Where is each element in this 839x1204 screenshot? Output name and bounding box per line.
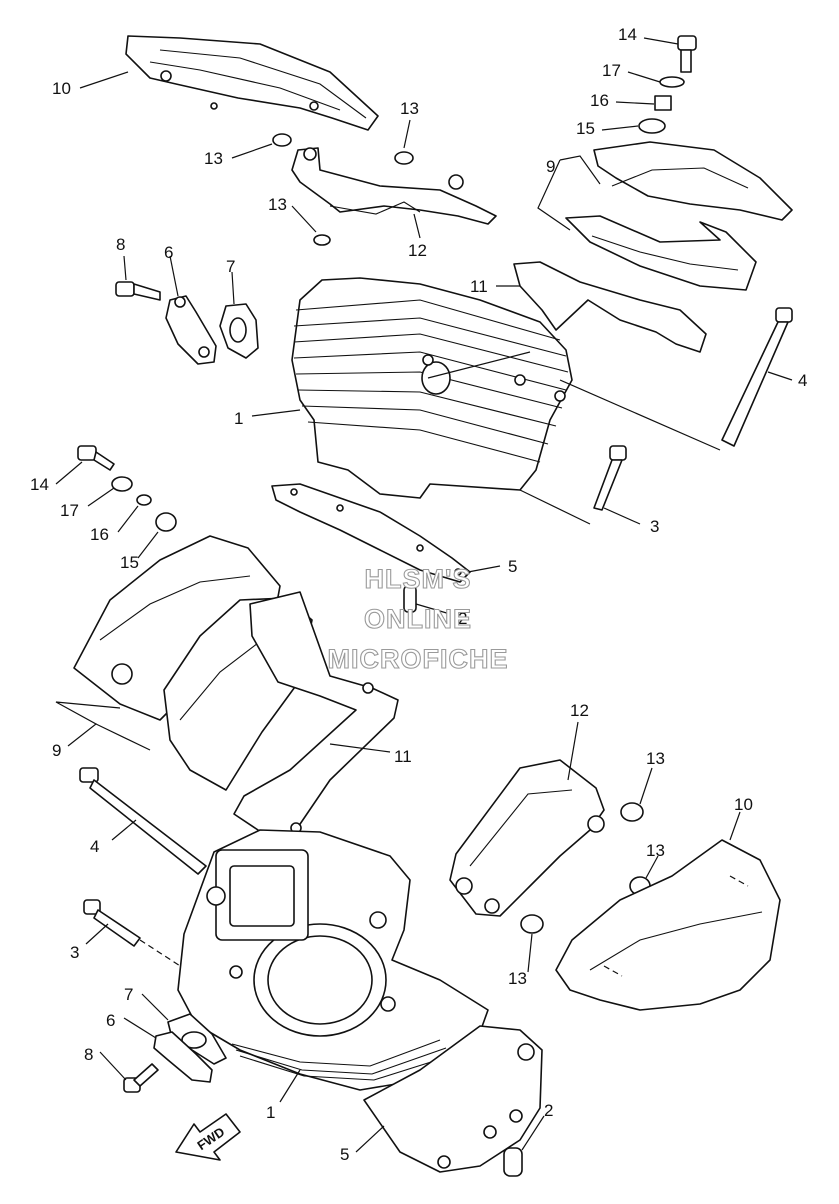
front-base-gasket-part xyxy=(363,1025,543,1173)
watermark-line-2: ONLINE xyxy=(364,604,472,634)
callout-7: 7 xyxy=(226,257,235,276)
callout-10: 10 xyxy=(52,79,71,98)
callout-3: 3 xyxy=(650,517,659,536)
callout-13: 13 xyxy=(646,749,665,768)
callout-16: 16 xyxy=(590,91,609,110)
watermark-line-3: MICROFICHE xyxy=(328,644,509,674)
front-small-bolt-part xyxy=(123,1063,159,1093)
rear-base-gasket-part xyxy=(271,483,471,583)
callout-13: 13 xyxy=(204,149,223,168)
callout-7: 7 xyxy=(124,985,133,1004)
rear-cam-cover-part xyxy=(125,35,379,131)
rear-small-bolt-part xyxy=(115,281,161,301)
callout-12: 12 xyxy=(408,241,427,260)
front-stud-bolt-part xyxy=(79,767,207,875)
callout-11: 11 xyxy=(470,277,488,296)
callout-2: 2 xyxy=(544,1101,553,1120)
callout-14: 14 xyxy=(30,475,49,494)
callout-5: 5 xyxy=(508,557,517,576)
callout-14: 14 xyxy=(618,25,637,44)
rear-cover-gasket-part xyxy=(513,261,707,353)
callout-16: 16 xyxy=(90,525,109,544)
callout-1: 1 xyxy=(266,1103,275,1122)
callout-12: 12 xyxy=(570,701,589,720)
rear-cover-fastener-stack xyxy=(638,35,697,134)
callout-11: 11 xyxy=(394,747,412,766)
callout-13: 13 xyxy=(400,99,419,118)
watermark: HLSM'S ONLINE MICROFICHE xyxy=(327,563,509,674)
rear-clamp-part xyxy=(165,295,217,365)
callout-6: 6 xyxy=(164,243,173,262)
rear-cylinder-part xyxy=(291,277,573,499)
callout-1: 1 xyxy=(234,409,243,428)
callout-3: 3 xyxy=(70,943,79,962)
front-cover-fastener-stack xyxy=(77,445,177,532)
callout-15: 15 xyxy=(120,553,139,572)
callout-9: 9 xyxy=(546,157,555,176)
callout-13: 13 xyxy=(268,195,287,214)
rear-dowel-pin-part xyxy=(403,585,417,613)
callout-17: 17 xyxy=(60,501,79,520)
callout-17: 17 xyxy=(602,61,621,80)
rear-stud-bolt-part xyxy=(721,307,793,447)
front-ring-gasket-part xyxy=(167,1013,227,1065)
rear-grommet-part xyxy=(272,133,414,246)
rear-bolt-part xyxy=(593,445,627,511)
fwd-arrow-icon: FWD xyxy=(175,1113,241,1161)
callout-8: 8 xyxy=(84,1045,93,1064)
callout-4: 4 xyxy=(798,371,807,390)
callout-15: 15 xyxy=(576,119,595,138)
callout-9: 9 xyxy=(52,741,61,760)
front-dowel-pin-part xyxy=(503,1147,523,1177)
watermark-line-1: HLSM'S xyxy=(365,564,472,594)
callout-6: 6 xyxy=(106,1011,115,1030)
callout-13: 13 xyxy=(646,841,665,860)
front-cam-cover-part xyxy=(555,839,781,1011)
front-clamp-part xyxy=(153,1031,213,1083)
callout-4: 4 xyxy=(90,837,99,856)
callout-5: 5 xyxy=(340,1145,349,1164)
callout-13: 13 xyxy=(508,969,527,988)
front-bracket-part xyxy=(449,759,605,917)
callout-2: 2 xyxy=(458,609,467,628)
leader-lines xyxy=(55,37,793,1153)
callout-10: 10 xyxy=(734,795,753,814)
front-cylinder-part xyxy=(177,829,489,1091)
callout-8: 8 xyxy=(116,235,125,254)
rear-bracket-part xyxy=(291,147,497,225)
rear-rocker-cover-part xyxy=(565,141,793,291)
part-callouts: 10 13 13 13 12 14 17 16 15 9 11 4 8 6 7 … xyxy=(30,25,807,1164)
rear-ring-gasket-part xyxy=(219,303,259,359)
